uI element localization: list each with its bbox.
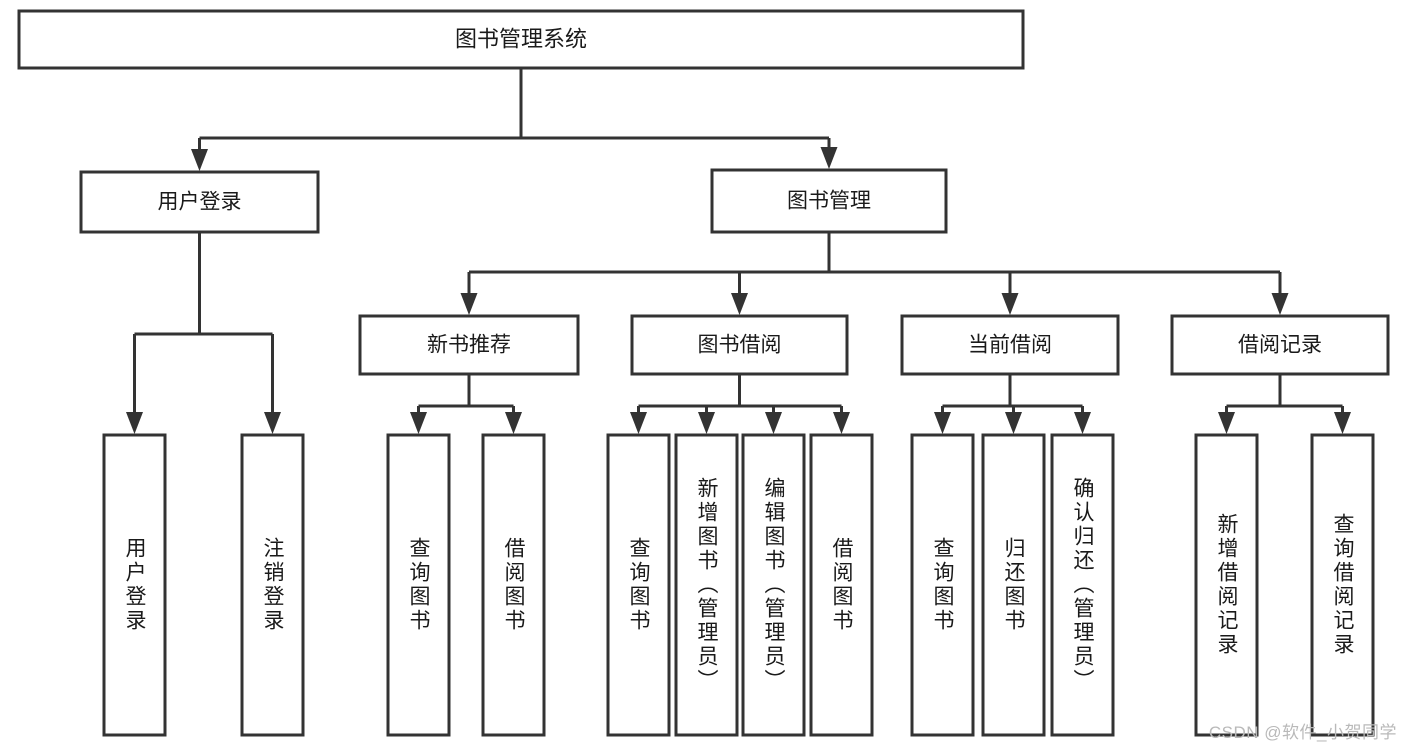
node-box-root[interactable] (17, 9, 1025, 70)
node-label-records: 借阅记录 (1238, 334, 1322, 357)
node-box-recommend-1[interactable] (386, 433, 451, 737)
node-box-borrow-1[interactable] (606, 433, 671, 737)
node-box-login-2[interactable] (240, 433, 305, 737)
watermark-text: CSDN @软件_小贺同学 (1208, 723, 1397, 742)
node-box-records-2[interactable] (1310, 433, 1375, 737)
edge-group-current (934, 374, 1091, 434)
node-box-current-1[interactable] (910, 433, 975, 737)
node-box-records[interactable] (1170, 314, 1390, 376)
edge-group-login (126, 232, 281, 434)
edge-group-recommend (410, 374, 522, 434)
node-box-borrow-2[interactable] (674, 433, 739, 737)
node-label-recommend: 新书推荐 (427, 334, 511, 357)
node-box-borrow-3[interactable] (741, 433, 806, 737)
node-box-records-1[interactable] (1194, 433, 1259, 737)
node-box-borrow-4[interactable] (809, 433, 874, 737)
node-label-bookmgmt: 图书管理 (787, 190, 871, 213)
node-box-recommend[interactable] (358, 314, 580, 376)
edge-group-borrow (630, 374, 850, 434)
node-box-borrow[interactable] (630, 314, 849, 376)
edge-group-bookmgmt (460, 232, 1289, 315)
node-box-current-2[interactable] (981, 433, 1046, 737)
node-box-recommend-2[interactable] (481, 433, 546, 737)
node-box-current-3[interactable] (1050, 433, 1115, 737)
node-label-root: 图书管理系统 (455, 26, 587, 51)
node-label-borrow: 图书借阅 (698, 334, 782, 357)
edge-group-records (1218, 374, 1351, 434)
node-box-login-1[interactable] (102, 433, 167, 737)
node-box-login[interactable] (79, 170, 320, 234)
edge-layer (126, 68, 1351, 434)
edge-group-root (191, 68, 838, 171)
node-label-login: 用户登录 (158, 191, 242, 214)
node-label-current: 当前借阅 (968, 334, 1052, 357)
node-box-bookmgmt[interactable] (710, 168, 948, 234)
node-box-current[interactable] (900, 314, 1120, 376)
